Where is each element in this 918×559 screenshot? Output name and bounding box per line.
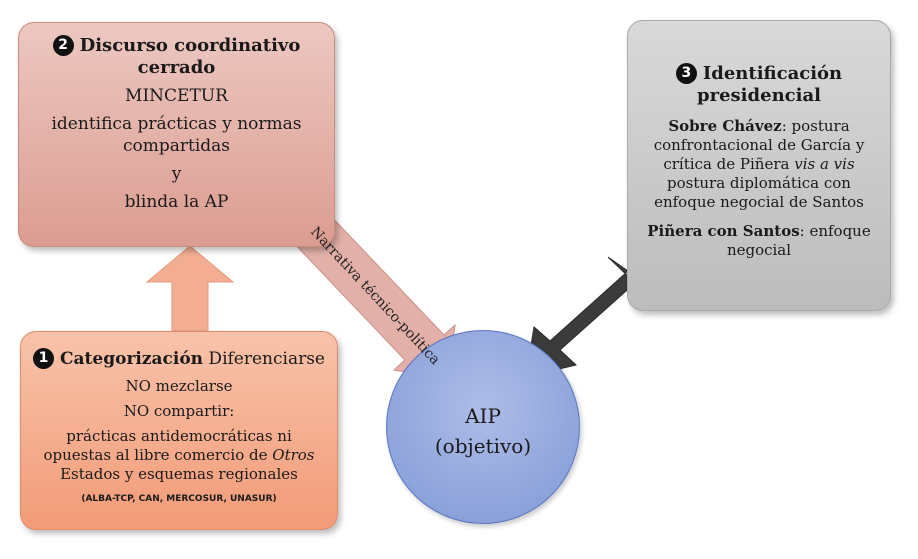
circle-line-aip: AIP [465, 404, 501, 428]
box2-line-blinda: blinda la AP [124, 192, 229, 212]
aip-objective-circle: AIP (objetivo) [386, 330, 580, 524]
box1-line-no-mezclarse: NO mezclarse [125, 377, 233, 395]
box1-regional-schemes: (ALBA-TCP, CAN, MERCOSUR, UNASUR) [81, 494, 277, 504]
box2-line-mincetur: MINCETUR [125, 86, 228, 106]
number-3-badge: 3 [675, 63, 697, 84]
box2-line-identifica: identifica prácticas y normas compartida… [51, 114, 302, 156]
number-2-badge: 2 [52, 35, 74, 56]
up-arrow [145, 245, 235, 332]
box1-line-practicas: prácticas antidemocráticas ni opuestas a… [43, 427, 315, 483]
circle-line-objetivo: (objetivo) [434, 434, 532, 458]
box3-paragraph-chavez: Sobre Chávez: postura confrontacional de… [653, 117, 865, 211]
number-1-badge: 1 [33, 348, 54, 369]
box2-line-y: y [171, 164, 182, 184]
box1-line-no-compartir: NO compartir: [123, 402, 235, 420]
box3-paragraph-pinera: Piñera con Santos: enfoque negocial [647, 222, 871, 259]
